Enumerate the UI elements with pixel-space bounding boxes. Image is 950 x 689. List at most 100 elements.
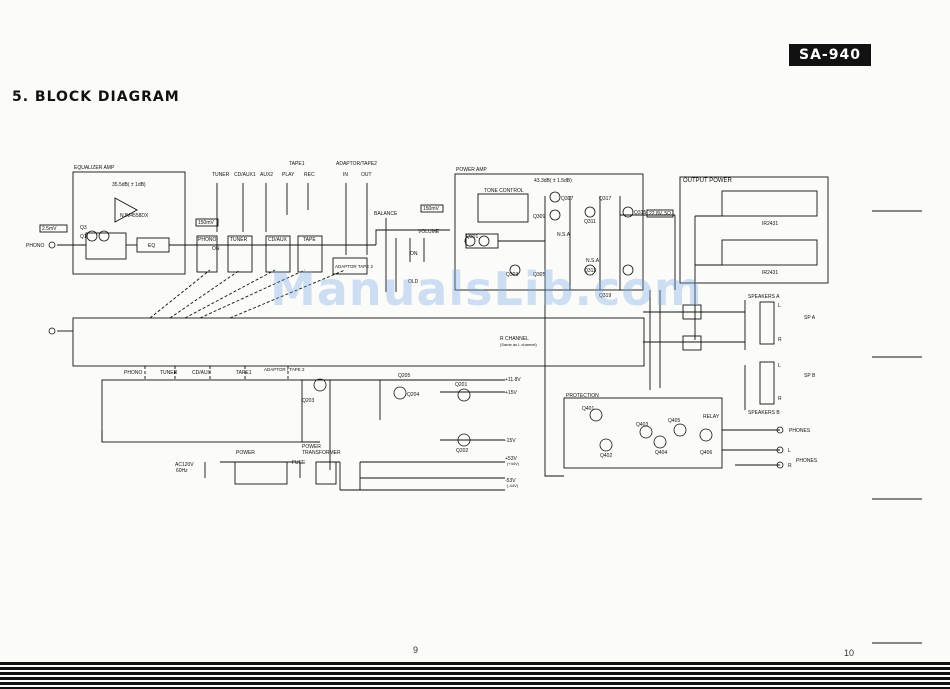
label-v-p53b: (+44V) xyxy=(507,461,520,466)
label-rec-tuner: TUNER xyxy=(160,370,178,376)
label-phono-in: PHONO xyxy=(26,243,44,249)
label-v-p15: +15V xyxy=(505,390,517,396)
label-sel-tuner: TUNER xyxy=(230,237,248,243)
label-ic-eq: NJM4558DX xyxy=(120,213,149,219)
adaptor-tape2-box xyxy=(332,257,368,275)
tone-control-box xyxy=(477,193,529,223)
label-q319: Q319 xyxy=(599,293,611,299)
label-q201: Q201 xyxy=(455,382,467,388)
label-fuse: FUSE xyxy=(292,460,306,466)
label-q313: Q313 xyxy=(584,268,596,274)
label-spk-l2: L xyxy=(778,363,781,369)
label-q311: Q311 xyxy=(584,219,596,225)
label-play: PLAY xyxy=(282,172,295,178)
label-tape1-head: TAPE1 xyxy=(289,161,305,167)
equalizer-amp-box xyxy=(72,171,186,275)
label-tuner-in: TUNER xyxy=(212,172,230,178)
label-sel-phono: PHONO xyxy=(198,237,216,243)
label-q1: Q1 xyxy=(80,234,87,240)
label-q204: Q204 xyxy=(407,392,419,398)
label-protection: PROTECTION xyxy=(566,393,599,399)
label-ac-hz: 60Hz xyxy=(176,468,188,474)
label-phono-level: 2.5mV xyxy=(42,226,57,232)
label-rec-adaptor: ADAPTOR / TAPE 2 xyxy=(264,367,305,372)
label-aux2: AUX2 xyxy=(260,172,273,178)
label-q315: Q315 xyxy=(634,210,646,216)
power-amp-box xyxy=(454,173,644,291)
label-out: OUT xyxy=(361,172,372,178)
label-power-transformer-2: TRANSFORMER xyxy=(302,450,341,456)
label-out-level: 22.8V, 5Ω xyxy=(649,211,671,217)
watermark: ManualsLib.com xyxy=(270,262,703,316)
label-cdaux1: CD/AUX1 xyxy=(234,172,256,178)
label-v-p53: +53V xyxy=(505,456,517,462)
label-power-transformer-1: POWER xyxy=(302,444,321,450)
label-q404: Q404 xyxy=(655,450,667,456)
label-rec-phono: PHONO xyxy=(124,370,142,376)
label-sel-cdaux: CD/AUX xyxy=(268,237,288,243)
r-channel-box xyxy=(72,317,645,367)
output-power-box xyxy=(679,176,829,284)
label-q402: Q402 xyxy=(600,453,612,459)
label-in: IN xyxy=(343,172,348,178)
label-150mv: 150mV xyxy=(198,220,215,226)
label-loudness: OLD xyxy=(408,279,419,285)
label-q406: Q406 xyxy=(700,450,712,456)
label-q205: Q205 xyxy=(398,373,410,379)
label-q317: Q317 xyxy=(599,196,611,202)
label-eq: EQ xyxy=(148,243,155,249)
label-sp-a: SP A xyxy=(804,315,816,321)
label-q202: Q202 xyxy=(456,448,468,454)
label-ac-in: AC120V xyxy=(175,462,194,468)
label-speakers-a: SPEAKERS A xyxy=(748,294,780,300)
label-spk-l: L xyxy=(778,303,781,309)
label-q307: Q307 xyxy=(561,196,573,202)
label-gain-35db: 35.5dB( ± 1dB) xyxy=(112,182,146,188)
label-phones: PHONES xyxy=(789,428,811,434)
label-power-switch: POWER xyxy=(236,450,255,456)
label-r-channel-note: (Same as L channel) xyxy=(500,342,537,347)
label-gain-43db: 43.3dB( ± 1.5dB) xyxy=(534,178,572,184)
label-adaptor-tape2: ADAPTOR/TAPE2 xyxy=(336,161,377,167)
label-q309: Q309 xyxy=(533,214,545,220)
label-q401: Q401 xyxy=(582,406,594,412)
label-spk-r2: R xyxy=(778,396,782,402)
label-ic-out1: IR2431 xyxy=(762,221,778,227)
label-q301: Q301 xyxy=(466,234,478,240)
page-number-right: 10 xyxy=(844,648,855,658)
label-adaptor-box: ADAPTOR TAPE 2 xyxy=(335,264,374,269)
model-badge: SA-940 xyxy=(789,44,871,66)
label-q403: Q403 xyxy=(636,422,648,428)
label-v-m15: -15V xyxy=(505,438,516,444)
protection-box xyxy=(563,397,723,469)
page-title: 5. BLOCK DIAGRAM xyxy=(12,89,180,105)
label-tone-control: TONE CONTROL xyxy=(484,188,524,194)
label-l-ch: L xyxy=(788,448,791,454)
label-q405: Q405 xyxy=(668,418,680,424)
label-r-channel: R CHANNEL xyxy=(500,336,529,342)
label-r-ch: R xyxy=(788,463,792,469)
label-q203: Q203 xyxy=(302,398,314,404)
label-v-p118: +11.8V xyxy=(505,377,521,383)
scan-edge-band xyxy=(0,662,950,689)
label-ic-out2: IR2431 xyxy=(762,270,778,276)
label-equalizer-amp: EQUALIZER AMP xyxy=(74,165,115,171)
label-nsa-2: N.S.A xyxy=(586,258,600,264)
label-sel-tape: TAPE xyxy=(303,237,316,243)
page-number-left: 9 xyxy=(413,645,419,655)
label-volume: VOLUME xyxy=(418,229,440,235)
label-nsa: N.S.A xyxy=(557,232,571,238)
label-on-2: ON xyxy=(410,251,418,257)
label-q305: Q305 xyxy=(533,272,545,278)
label-speakers-b: SPEAKERS B xyxy=(748,410,780,416)
label-phones-2: PHONES xyxy=(796,458,818,464)
label-relay: RELAY xyxy=(703,414,720,420)
label-spk-r: R xyxy=(778,337,782,343)
label-q303: Q303 xyxy=(506,272,518,278)
label-output-power: OUTPUT POWER xyxy=(683,178,733,184)
label-v-m53: -53V xyxy=(505,478,516,484)
label-v-m53b: (-44V) xyxy=(507,483,519,488)
label-150mv-2: 150mV xyxy=(423,206,440,212)
label-rec-tape1: TAPE1 xyxy=(236,370,252,376)
